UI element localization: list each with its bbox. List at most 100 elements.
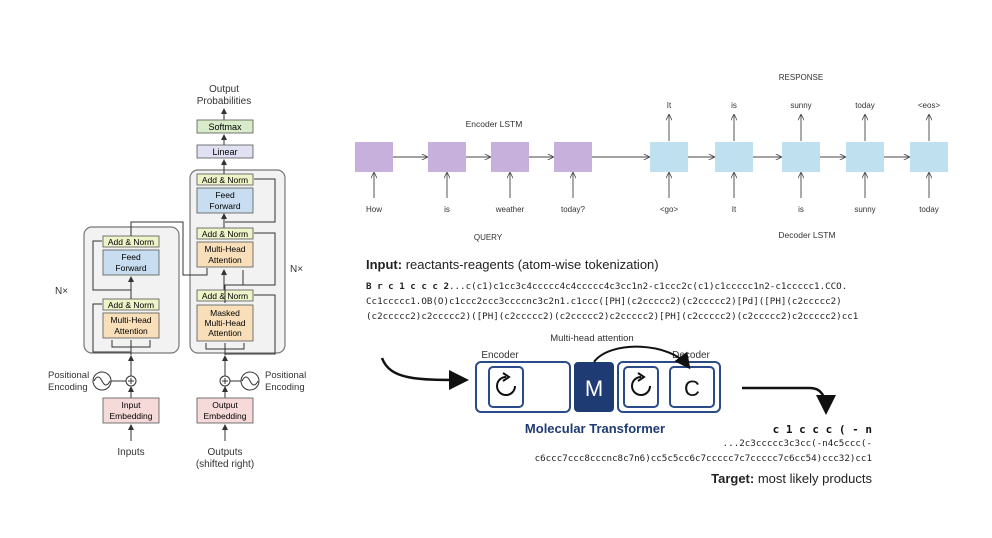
input-description: reactants-reagents (atom-wise tokenizati… <box>405 257 659 272</box>
svg-text:Add & Norm: Add & Norm <box>108 237 154 247</box>
svg-text:Add & Norm: Add & Norm <box>202 229 248 239</box>
svg-text:Feed: Feed <box>215 190 235 200</box>
encoder-input-word: weather <box>495 205 525 214</box>
svg-text:Attention: Attention <box>208 255 242 265</box>
decoder-cell <box>650 142 688 172</box>
decoder-add-norm-2 <box>196 227 254 240</box>
encoder-add-norm-1 <box>102 298 160 311</box>
input-label: Input: <box>366 257 403 272</box>
svg-text:Forward: Forward <box>209 201 240 211</box>
inputs-label: Inputs <box>117 447 144 458</box>
svg-text:Add & Norm: Add & Norm <box>202 175 248 185</box>
svg-text:Embedding: Embedding <box>203 411 246 421</box>
output-embedding-box <box>196 397 254 424</box>
model-name: Molecular Transformer <box>525 421 665 436</box>
decoder-output-word: today <box>855 101 875 110</box>
decoder-multi-head-attention <box>196 241 254 268</box>
decoder-output-word: <eos> <box>918 101 941 110</box>
decoder-nx-label: N× <box>290 264 303 275</box>
output-probabilities-label: Output <box>209 84 239 95</box>
target-label: Target: <box>711 471 755 486</box>
decoder-feed-forward <box>196 187 254 214</box>
decoder-input-word: today <box>919 205 939 214</box>
decoder-frame <box>617 361 721 413</box>
attention-arc <box>593 345 691 370</box>
output-flow-arrow <box>742 386 836 415</box>
encoder-feed-forward <box>102 249 160 276</box>
input-embedding-box <box>102 397 160 424</box>
encoder-loop-box <box>488 366 524 408</box>
decoder-input-word: It <box>732 205 737 214</box>
attention-m-block <box>574 362 614 412</box>
decoder-positional-encoding-label: Positional <box>265 370 306 381</box>
smiles-input: B r c 1 c c c 2...c(c1)c1cc3c4ccccc4c4cc… <box>366 279 858 324</box>
input-flow-arrow <box>380 357 469 390</box>
svg-text:Multi-Head: Multi-Head <box>204 244 245 254</box>
encoder-frame <box>475 361 571 413</box>
svg-text:Encoding: Encoding <box>48 382 88 393</box>
output-prefix: c 1 c c c ( - n <box>772 423 872 436</box>
encoder-cell <box>491 142 529 172</box>
svg-text:Output: Output <box>212 400 238 410</box>
smiles-line: B r c 1 c c c 2...c(c1)c1cc3c4ccccc4c4cc… <box>366 281 848 292</box>
svg-text:Feed: Feed <box>121 252 141 262</box>
output-line-1: ...2c3ccccc3c3cc(-n4c5ccc(- <box>722 438 872 449</box>
encoder-cell <box>428 142 466 172</box>
response-label: RESPONSE <box>779 73 823 82</box>
encoder-cell <box>554 142 592 172</box>
softmax-label: Softmax <box>208 122 242 132</box>
outputs-shifted-label: (shifted right) <box>196 459 254 470</box>
decoder-output-word: is <box>731 101 737 110</box>
svg-text:Masked: Masked <box>210 308 240 318</box>
decoder-c-box <box>669 366 715 408</box>
decoder-output-word: It <box>667 101 672 110</box>
svg-text:Input: Input <box>122 400 142 410</box>
decoder-c-letter: C <box>684 376 700 401</box>
seq2seq-diagram: RESPONSE Encoder LSTM Decoder LSTM QUERY… <box>355 73 948 242</box>
encoder-input-word: today? <box>561 205 586 214</box>
decoder-cell <box>715 142 753 172</box>
svg-text:Attention: Attention <box>114 326 148 336</box>
encoder-multi-head-attention <box>102 312 160 339</box>
outputs-label: Outputs <box>207 447 242 458</box>
encoder-label: Encoder <box>481 350 519 361</box>
decoder-output-word: sunny <box>790 101 811 110</box>
encoder-input-word: is <box>444 205 450 214</box>
encoder-nx-label: N× <box>55 286 68 297</box>
svg-text:Embedding: Embedding <box>109 411 152 421</box>
target-heading: Target: most likely products <box>711 471 872 486</box>
query-label: QUERY <box>474 233 503 242</box>
encoder-loop-icon <box>496 376 516 396</box>
input-heading: Input: reactants-reagents (atom-wise tok… <box>366 257 659 272</box>
encoder-cell <box>355 142 393 172</box>
decoder-cell <box>846 142 884 172</box>
output-probabilities-label-2: Probabilities <box>197 96 251 107</box>
decoder-cell <box>910 142 948 172</box>
transformer-diagram: N× N× Output Probabilities Softmax Linea… <box>48 84 306 470</box>
molecular-transformer-diagram: Multi-head attention Encoder Decoder M C… <box>380 333 836 436</box>
decoder-input-word: is <box>798 205 804 214</box>
softmax-box <box>196 119 254 134</box>
encoder-input-word: How <box>366 205 382 214</box>
decoder-lstm-label: Decoder LSTM <box>778 230 835 240</box>
decoder-input-word: sunny <box>854 205 875 214</box>
smiles-prefix: B r c 1 c c c 2 <box>366 281 449 292</box>
decoder-input-word: <go> <box>660 205 679 214</box>
svg-text:Multi-Head: Multi-Head <box>204 318 245 328</box>
encoder-positional-encoding-label: Positional <box>48 370 89 381</box>
svg-text:Encoding: Encoding <box>265 382 305 393</box>
decoder-label: Decoder <box>672 350 710 361</box>
decoder-add-norm-3 <box>196 173 254 186</box>
decoder-cell <box>782 142 820 172</box>
attention-m-letter: M <box>585 376 603 401</box>
smiles-line: Cc1ccccc1.OB(O)c1ccc2ccc3ccccnc3c2n1.c1c… <box>366 296 842 307</box>
decoder-loop-box <box>623 366 659 408</box>
svg-text:Attention: Attention <box>208 328 242 338</box>
target-description: most likely products <box>757 471 872 486</box>
linear-label: Linear <box>212 147 237 157</box>
svg-text:Add & Norm: Add & Norm <box>108 300 154 310</box>
svg-text:Forward: Forward <box>115 263 146 273</box>
encoder-lstm-label: Encoder LSTM <box>466 119 523 129</box>
decoder-loop-icon <box>631 376 651 396</box>
multi-head-attention-label: Multi-head attention <box>550 333 633 344</box>
